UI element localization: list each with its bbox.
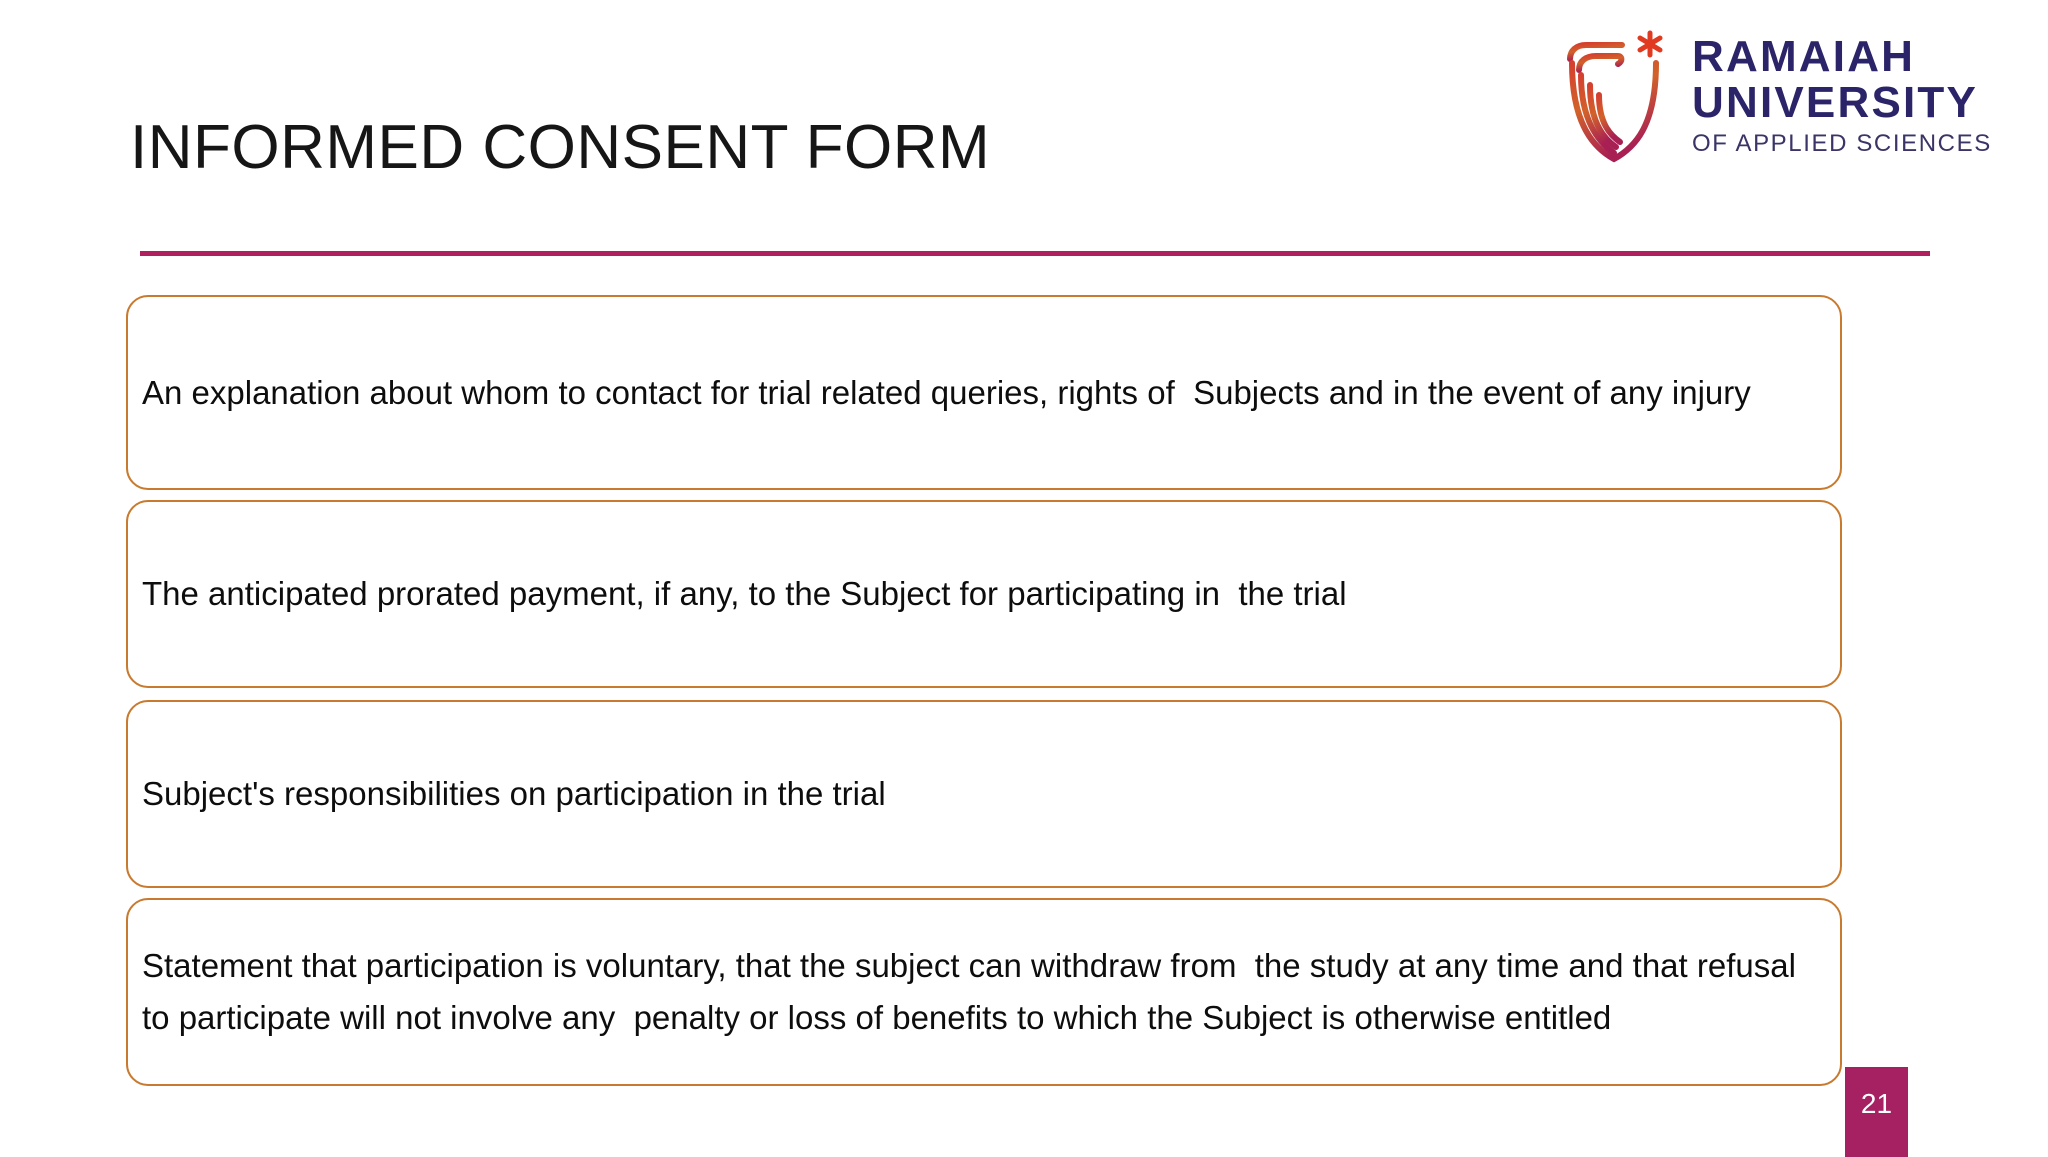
content-box: Statement that participation is voluntar… xyxy=(126,898,1842,1086)
page-number-badge: 21 xyxy=(1845,1067,1908,1157)
logo-line-ramaiah: RAMAIAH xyxy=(1692,31,1916,81)
title-divider xyxy=(140,251,1930,256)
logo-wordmark: RAMAIAH UNIVERSITY OF APPLIED SCIENCES xyxy=(1692,28,1992,159)
logo-line-applied-sciences: OF APPLIED SCIENCES xyxy=(1692,129,1992,157)
content-box: Subject's responsibilities on participat… xyxy=(126,700,1842,888)
content-box: The anticipated prorated payment, if any… xyxy=(126,500,1842,688)
university-logo: RAMAIAH UNIVERSITY OF APPLIED SCIENCES xyxy=(1556,18,2028,168)
content-box-text: Statement that participation is voluntar… xyxy=(142,947,1806,1036)
content-box: An explanation about whom to contact for… xyxy=(126,295,1842,490)
content-box-text: The anticipated prorated payment, if any… xyxy=(142,575,1347,612)
content-box-text: Subject's responsibilities on participat… xyxy=(142,775,886,812)
logo-line-university: UNIVERSITY xyxy=(1692,77,1979,127)
content-box-text: An explanation about whom to contact for… xyxy=(142,373,1751,411)
page-title: INFORMED CONSENT FORM xyxy=(130,113,991,182)
asterisk-icon xyxy=(1637,30,1663,58)
ramaiah-shield-icon xyxy=(1556,23,1674,163)
